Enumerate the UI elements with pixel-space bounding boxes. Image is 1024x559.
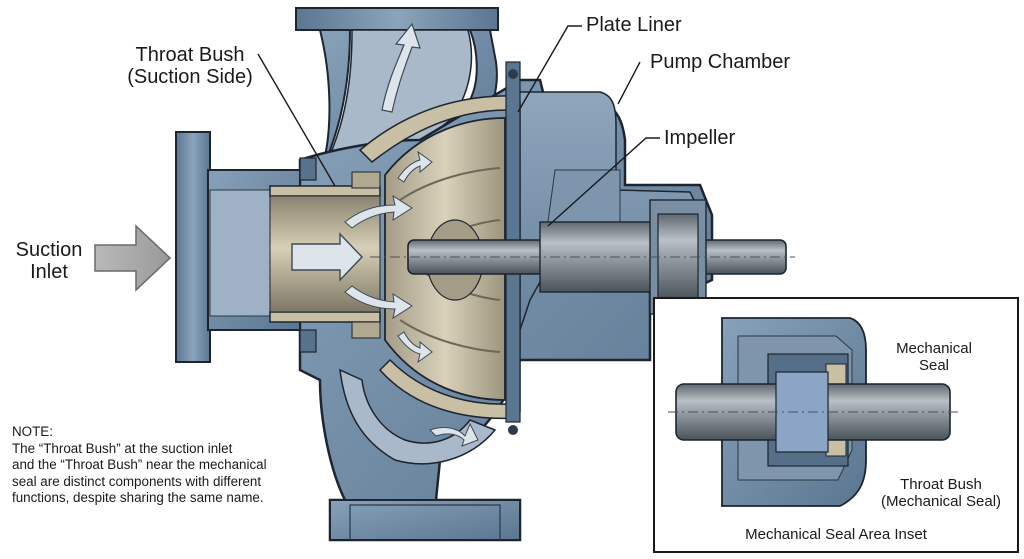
label-impeller: Impeller — [664, 127, 736, 149]
note-heading: NOTE: — [12, 424, 53, 439]
mechanical-seal-inset — [653, 297, 1019, 553]
note-line: functions, despite sharing the same name… — [12, 490, 264, 506]
label-line: Seal — [918, 357, 950, 374]
label-line: Throat Bush — [900, 476, 982, 493]
suction-inlet-arrow — [94, 224, 172, 292]
label-line: Suction — [15, 239, 83, 261]
label-line: (Mechanical Seal) — [880, 493, 1002, 510]
label-throat-bush-suction: Throat Bush (Suction Side) — [120, 44, 260, 88]
note-line: and the “Throat Bush” near the mechanica… — [12, 457, 267, 473]
inset-title: Mechanical Seal Area Inset — [745, 526, 927, 543]
label-mechanical-seal: Mechanical Seal — [884, 340, 984, 374]
label-pump-chamber: Pump Chamber — [650, 51, 791, 73]
label-line: Inlet — [30, 261, 68, 283]
label-suction-inlet: Suction Inlet — [6, 239, 92, 283]
flow-arrows — [291, 150, 433, 364]
label-plate-liner: Plate Liner — [586, 14, 682, 36]
note-block: NOTE: The “Throat Bush” at the suction i… — [12, 424, 312, 507]
label-line: Throat Bush — [135, 44, 245, 66]
label-line: Mechanical — [896, 340, 972, 357]
note-line: seal are distinct components with differ… — [12, 473, 262, 489]
note-line: The “Throat Bush” at the suction inlet — [12, 440, 233, 456]
label-line: (Suction Side) — [127, 66, 253, 88]
pump-shaft — [370, 199, 795, 315]
label-throat-bush-mech: Throat Bush (Mechanical Seal) — [868, 476, 1014, 510]
